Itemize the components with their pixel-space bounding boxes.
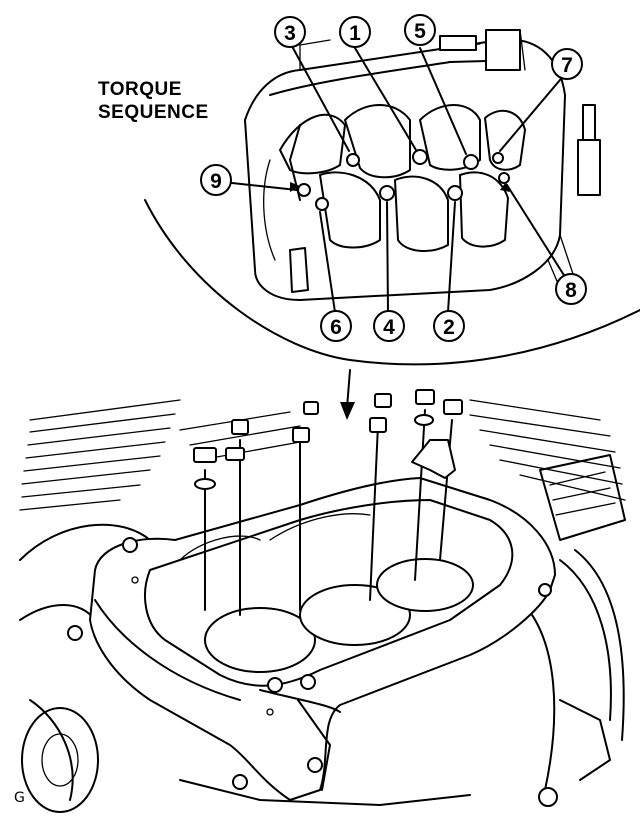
- bolt: [193, 447, 217, 611]
- svg-text:2: 2: [443, 316, 455, 339]
- engine-bay-background: [19, 399, 626, 813]
- svg-text:5: 5: [414, 20, 426, 43]
- svg-text:8: 8: [565, 279, 577, 302]
- callout-3: 3: [274, 16, 306, 48]
- bolt: [292, 401, 319, 611]
- bolt: [225, 419, 249, 616]
- svg-text:6: 6: [330, 316, 342, 339]
- callout-5: 5: [404, 14, 436, 46]
- callout-6: 6: [320, 310, 352, 342]
- svg-text:9: 9: [210, 170, 222, 193]
- svg-text:4: 4: [383, 316, 395, 339]
- corner-mark: G: [14, 790, 25, 806]
- callout-leaders: [231, 47, 568, 313]
- svg-text:1: 1: [349, 22, 361, 45]
- callout-2: 2: [433, 310, 465, 342]
- callout-8: 8: [555, 273, 587, 305]
- svg-text:3: 3: [284, 22, 296, 45]
- heading-torque: TORQUE: [98, 79, 182, 100]
- callout-7: 7: [551, 48, 583, 80]
- callout-1: 1: [339, 16, 371, 48]
- bolt: [411, 399, 463, 561]
- callout-9: 9: [200, 164, 232, 196]
- torque-sequence-detail: 3 1 5 7 9 8 6: [144, 14, 640, 420]
- manifold-bolts: [193, 389, 463, 616]
- bolt: [414, 389, 435, 581]
- svg-text:7: 7: [561, 54, 573, 77]
- bolt: [369, 393, 392, 601]
- intake-manifold-lower: [67, 477, 556, 801]
- callout-4: 4: [373, 310, 405, 342]
- heading-sequence: SEQUENCE: [98, 102, 209, 123]
